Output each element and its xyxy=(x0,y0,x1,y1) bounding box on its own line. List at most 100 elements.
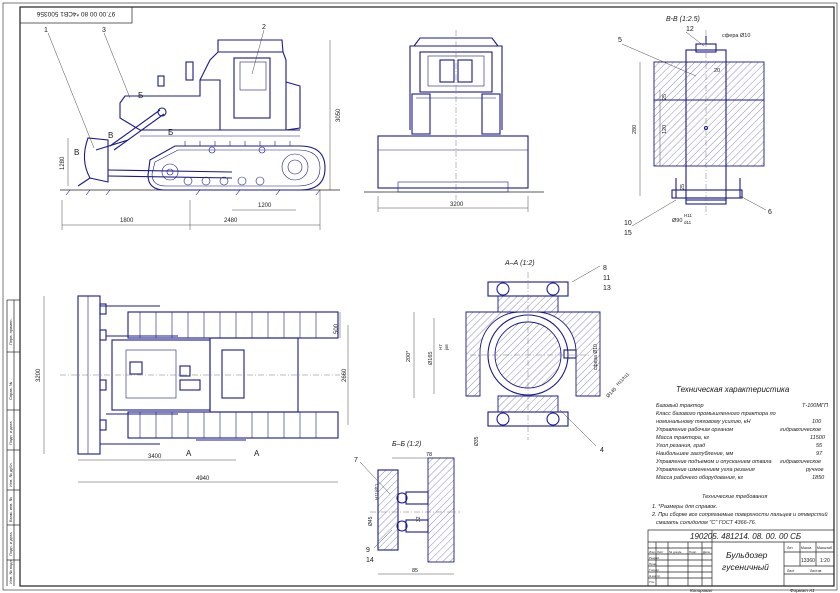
svg-text:Ø45: Ø45 xyxy=(368,516,374,526)
svg-text:js6: js6 xyxy=(444,344,449,351)
svg-text:Пров.: Пров. xyxy=(649,562,657,566)
svg-text:Справ. №: Справ. № xyxy=(8,382,13,400)
svg-text:8: 8 xyxy=(603,265,607,272)
svg-text:4940: 4940 xyxy=(196,476,210,482)
svg-text:10: 10 xyxy=(624,220,632,227)
svg-text:5: 5 xyxy=(618,37,622,44)
svg-text:Технические требования: Технические требования xyxy=(702,494,767,500)
svg-text:смазать солидолом "С" ГОСТ 436: смазать солидолом "С" ГОСТ 4366-76. xyxy=(656,520,756,526)
svg-text:3200: 3200 xyxy=(450,202,464,208)
svg-text:13360: 13360 xyxy=(801,558,815,564)
svg-text:11: 11 xyxy=(603,275,610,282)
svg-text:Масса трактора, кг: Масса трактора, кг xyxy=(656,435,709,441)
svg-text:97.00 00 80 *4СВ1 500356: 97.00 00 80 *4СВ1 500356 xyxy=(36,10,115,17)
svg-text:97: 97 xyxy=(816,451,823,457)
svg-text:Н.контр.: Н.контр. xyxy=(649,574,661,578)
svg-text:Ø145: Ø145 xyxy=(605,386,618,399)
svg-text:сфера Ø10: сфера Ø10 xyxy=(593,344,599,370)
spec-heading: Техническая характеристика xyxy=(676,385,790,394)
svg-text:1850: 1850 xyxy=(812,475,825,481)
svg-text:Лит.: Лит. xyxy=(787,546,793,550)
svg-text:В: В xyxy=(108,131,113,140)
svg-text:Дата: Дата xyxy=(703,550,710,554)
svg-text:А–А (1:2): А–А (1:2) xyxy=(504,260,535,267)
svg-text:Б–Б (1:2): Б–Б (1:2) xyxy=(392,441,421,448)
svg-text:Масса рабочего оборудования, к: Масса рабочего оборудования, кг xyxy=(656,475,743,481)
svg-text:32: 32 xyxy=(416,516,422,522)
svg-text:4: 4 xyxy=(600,447,604,454)
svg-text:Класс базового промышленного т: Класс базового промышленного трактора по xyxy=(656,411,776,417)
svg-text:280: 280 xyxy=(632,125,638,134)
svg-text:7: 7 xyxy=(354,457,358,464)
left-side-stamps: Перв. примен. Справ. № Подп. и дата Инв.… xyxy=(6,299,20,586)
svg-text:Масштаб: Масштаб xyxy=(817,546,832,550)
svg-text:Угол резания, град: Угол резания, град xyxy=(655,443,705,449)
svg-text:1200: 1200 xyxy=(258,203,272,209)
svg-text:15: 15 xyxy=(624,230,632,237)
svg-text:1:20: 1:20 xyxy=(820,558,830,564)
svg-text:В-В (1:2.5): В-В (1:2.5) xyxy=(666,16,700,23)
svg-text:гусеничный: гусеничный xyxy=(722,562,769,572)
svg-text:гидравлическое: гидравлическое xyxy=(780,427,821,433)
svg-text:12: 12 xyxy=(686,26,694,33)
svg-text:№ докум.: № докум. xyxy=(669,550,682,554)
svg-text:500: 500 xyxy=(334,323,340,334)
svg-text:Т.контр.: Т.контр. xyxy=(649,568,660,572)
svg-text:Инв. № дубл.: Инв. № дубл. xyxy=(8,462,13,487)
section-aa: А–А (1:2) 200* Ø165 H7 js6 сфера Ø10 Ø14… xyxy=(406,260,631,454)
svg-text:13: 13 xyxy=(603,285,611,292)
svg-text:25: 25 xyxy=(680,184,686,190)
svg-text:Изм.: Изм. xyxy=(649,550,656,554)
svg-text:В: В xyxy=(74,148,79,157)
svg-text:номинальному тяговому усилию,: номинальному тяговому усилию, кН xyxy=(656,419,750,425)
section-bb: Б–Б (1:2) 78 85 Ø45 H11/d11 32 7 9 14 xyxy=(354,441,460,575)
svg-text:d11: d11 xyxy=(684,220,692,225)
svg-text:55: 55 xyxy=(816,443,823,449)
svg-text:Базовый трактор: Базовый трактор xyxy=(656,402,704,409)
svg-text:3: 3 xyxy=(102,27,106,34)
top-stamp: 97.00 00 80 *4СВ1 500356 xyxy=(19,6,133,24)
svg-text:Листов: Листов xyxy=(810,569,822,573)
svg-text:Масса: Масса xyxy=(801,546,811,550)
svg-text:ручное: ручное xyxy=(805,467,824,473)
svg-text:H11/d11: H11/d11 xyxy=(374,483,379,500)
footer-copied: Копировал xyxy=(690,588,713,593)
svg-text:Техническая характеристика: Техническая характеристика xyxy=(676,385,790,394)
svg-text:Бульдозер: Бульдозер xyxy=(726,550,768,560)
side-view: 1800 2480 1200 3050 1280 1 3 2 Б Б В В xyxy=(44,24,342,230)
svg-text:А: А xyxy=(254,449,260,458)
svg-text:2: 2 xyxy=(262,24,266,31)
svg-text:2660: 2660 xyxy=(342,368,348,382)
svg-text:Ø90: Ø90 xyxy=(672,218,682,224)
inner-border xyxy=(19,6,835,587)
svg-text:Управление изменением угла рез: Управление изменением угла резания xyxy=(655,467,755,473)
svg-text:6: 6 xyxy=(768,209,772,216)
svg-text:гидравлическое: гидравлическое xyxy=(780,459,821,465)
svg-text:100: 100 xyxy=(812,419,822,425)
section-vv: В-В (1:2.5) сфера Ø10 20 280 25 120 25 Ø… xyxy=(618,16,772,237)
svg-text:Перв. примен.: Перв. примен. xyxy=(8,318,13,345)
svg-text:9: 9 xyxy=(366,547,370,554)
svg-text:2. При сборке все сопрягаемые: 2. При сборке все сопрягаемые поверхност… xyxy=(651,511,828,518)
svg-text:Т-100МГП: Т-100МГП xyxy=(802,403,828,409)
svg-text:190205. 481214. 08. 00. 00 СБ: 190205. 481214. 08. 00. 00 СБ xyxy=(690,532,801,541)
svg-text:3050: 3050 xyxy=(336,108,342,122)
svg-text:85: 85 xyxy=(412,568,418,574)
svg-text:H11/h11: H11/h11 xyxy=(615,371,630,386)
svg-text:Разраб.: Разраб. xyxy=(649,556,660,560)
svg-text:25: 25 xyxy=(662,94,668,100)
svg-text:1. *Размеры для справок.: 1. *Размеры для справок. xyxy=(652,504,717,510)
svg-text:Б: Б xyxy=(168,128,173,137)
svg-text:Подп. и дата: Подп. и дата xyxy=(8,421,13,445)
svg-text:Лист: Лист xyxy=(657,550,664,554)
svg-text:1800: 1800 xyxy=(120,218,134,224)
svg-text:11500: 11500 xyxy=(810,435,826,441)
svg-text:Ø165: Ø165 xyxy=(428,352,434,365)
svg-text:Утв.: Утв. xyxy=(649,580,655,584)
svg-text:Подп. и дата: Подп. и дата xyxy=(8,532,13,556)
svg-text:3400: 3400 xyxy=(148,454,162,460)
svg-text:20: 20 xyxy=(714,68,720,74)
footer-format: Формат А1 xyxy=(790,588,815,593)
svg-text:3200: 3200 xyxy=(36,368,42,382)
